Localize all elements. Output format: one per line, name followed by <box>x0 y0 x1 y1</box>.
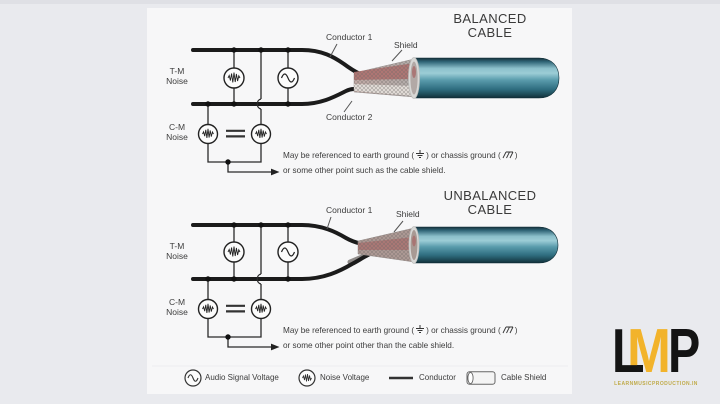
balanced-conductor2-label: Conductor 2 <box>326 112 373 122</box>
balanced-circuit-lines <box>207 50 289 173</box>
legend-cable-shield-icon <box>466 371 496 385</box>
balanced-shield-braid <box>353 58 415 98</box>
tm-label-line1: T-M <box>169 241 185 251</box>
cm-label-line1: C-M <box>168 297 186 307</box>
balanced-ground-note: May be referenced to earth ground () or … <box>283 149 517 178</box>
tm-label-line2: Noise <box>166 76 188 86</box>
unbalanced-leader-lines <box>326 216 404 233</box>
unbalanced-shield-braid <box>357 227 415 263</box>
balanced-equals-symbol <box>226 129 245 138</box>
note-text: ) or chassis ground ( <box>426 326 501 335</box>
unbalanced-junction-dots <box>205 222 291 340</box>
unbalanced-audio-source-icon <box>277 241 299 263</box>
chassis-ground-icon <box>502 150 514 164</box>
unbalanced-ground-note-line1: May be referenced to earth ground ( ) or … <box>283 324 517 339</box>
legend-audio-label: Audio Signal Voltage <box>205 373 279 382</box>
balanced-arrow-icon <box>271 168 280 176</box>
unbalanced-equals-symbol <box>226 304 245 313</box>
unbalanced-arrow-icon <box>271 343 280 351</box>
balanced-ground-note-line2: or some other point such as the cable sh… <box>283 166 446 175</box>
legend-conductor-label: Conductor <box>419 373 456 382</box>
tm-label-line2: Noise <box>166 251 188 261</box>
balanced-shield-label: Shield <box>394 40 418 50</box>
logo-dot <box>637 365 643 372</box>
note-text: ) or chassis ground ( <box>426 151 501 160</box>
balanced-audio-source-icon <box>277 67 299 89</box>
logo-letter-l: L <box>612 317 642 386</box>
earth-ground-icon <box>415 325 425 339</box>
unbalanced-title: UNBALANCED CABLE <box>434 189 546 217</box>
note-text: ) <box>514 326 518 335</box>
balanced-noise-source-icon <box>223 67 245 89</box>
logo-letter-m: M <box>627 317 671 386</box>
unbalanced-tm-noise-label: T-M Noise <box>158 241 196 261</box>
balanced-ground-note-line1: May be referenced to earth ground ( ) or … <box>283 149 517 164</box>
cm-label-line2: Noise <box>166 307 188 317</box>
balanced-cm-noise-source-icon <box>250 123 272 145</box>
unbalanced-ground-note-line2: or some other point other than the cable… <box>283 341 455 350</box>
balanced-cable-jacket <box>408 57 560 99</box>
cm-label-line2: Noise <box>166 132 188 142</box>
earth-ground-icon <box>415 150 425 164</box>
balanced-cm-noise-source-icon <box>197 123 219 145</box>
chassis-ground-icon <box>502 325 514 339</box>
balanced-title-line1: BALANCED <box>453 11 527 26</box>
unbalanced-ground-note: May be referenced to earth ground () or … <box>283 324 517 353</box>
legend-audio-source-icon <box>184 369 202 387</box>
cm-label-line1: C-M <box>168 122 186 132</box>
balanced-junction-dots <box>205 47 291 165</box>
unbalanced-title-line1: UNBALANCED <box>443 188 537 203</box>
unbalanced-shield-label: Shield <box>396 209 420 219</box>
balanced-conductor-wires <box>191 48 363 106</box>
unbalanced-cable-jacket <box>408 226 559 264</box>
legend-noise-source-icon <box>298 369 316 387</box>
unbalanced-conductor1-label: Conductor 1 <box>326 205 373 215</box>
unbalanced-title-line2: CABLE <box>467 202 513 217</box>
logo-letter-p: P <box>668 317 701 386</box>
note-text: May be referenced to earth ground ( <box>283 326 415 335</box>
unbalanced-circuit-lines <box>207 225 289 348</box>
unbalanced-cm-noise-source-icon <box>250 298 272 320</box>
legend-shield-label: Cable Shield <box>501 373 547 382</box>
note-text: May be referenced to earth ground ( <box>283 151 415 160</box>
balanced-title-line2: CABLE <box>467 25 513 40</box>
top-edge-strip <box>0 0 720 4</box>
unbalanced-cm-noise-source-icon <box>197 298 219 320</box>
tm-label-line1: T-M <box>169 66 185 76</box>
balanced-conductor1-label: Conductor 1 <box>326 32 373 42</box>
logo-caption: LEARNMUSICPRODUCTION.IN <box>614 381 698 387</box>
balanced-tm-noise-label: T-M Noise <box>158 66 196 86</box>
note-text: ) <box>514 151 518 160</box>
balanced-cm-noise-label: C-M Noise <box>158 122 196 142</box>
balanced-leader-lines <box>329 43 403 113</box>
unbalanced-noise-source-icon <box>223 241 245 263</box>
balanced-title: BALANCED CABLE <box>434 12 546 40</box>
unbalanced-cm-noise-label: C-M Noise <box>158 297 196 317</box>
legend-noise-label: Noise Voltage <box>320 373 370 382</box>
